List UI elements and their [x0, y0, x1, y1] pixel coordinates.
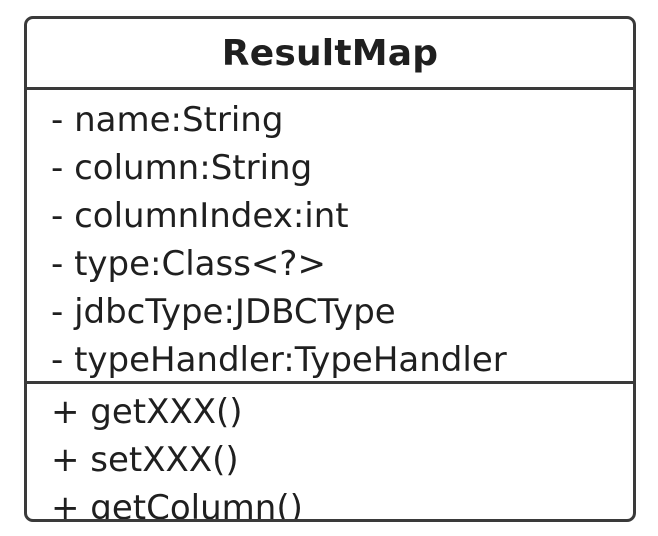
- method-item: + getColumn(): [51, 488, 303, 522]
- attribute-item: - columnIndex:int: [51, 196, 349, 236]
- attribute-item: - column:String: [51, 148, 313, 188]
- attribute-item: - jdbcType:JDBCType: [51, 292, 396, 332]
- attributes-section: - name:String - column:String - columnIn…: [27, 90, 633, 384]
- attribute-item: - type:Class<?>: [51, 244, 326, 284]
- attribute-item: - typeHandler:TypeHandler: [51, 340, 507, 380]
- uml-class-box: ResultMap - name:String - column:String …: [24, 16, 636, 522]
- method-item: + getXXX(): [51, 392, 243, 432]
- class-name: ResultMap: [27, 19, 633, 90]
- attribute-item: - name:String: [51, 100, 284, 140]
- methods-section: + getXXX() + setXXX() + getColumn(): [27, 384, 633, 522]
- method-item: + setXXX(): [51, 440, 239, 480]
